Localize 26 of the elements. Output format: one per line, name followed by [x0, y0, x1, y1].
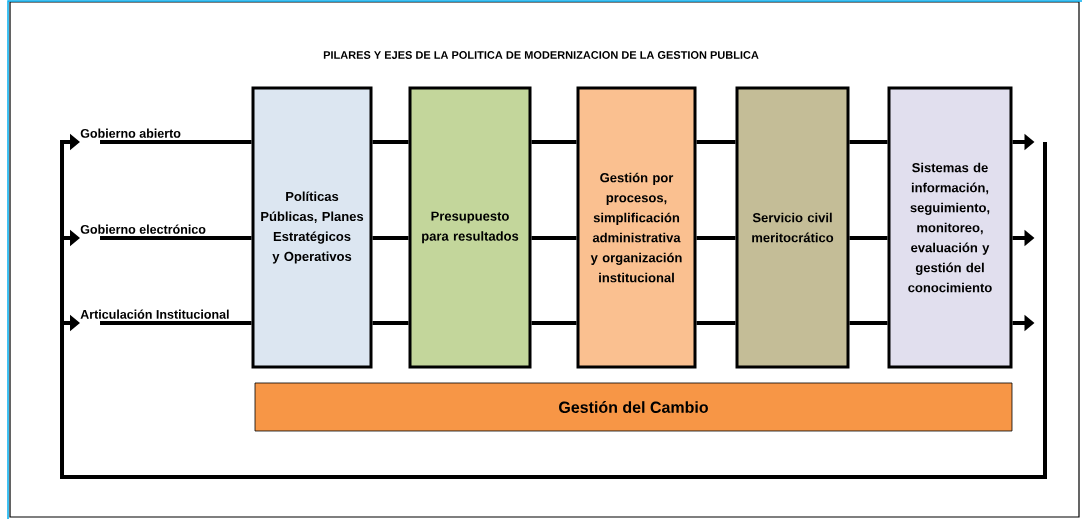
pillar-box: Políticas Públicas, Planes Estratégicos y Operativos	[251, 86, 373, 369]
connector	[372, 321, 409, 325]
connector	[849, 236, 888, 240]
pillar-box: Sistemas de información, seguimiento, monitoreo, evaluación y gestión del conocimiento	[887, 86, 1013, 369]
feedback-line	[60, 140, 1047, 479]
axis-label: Gobierno electrónico	[80, 224, 206, 234]
axis-label: Articulación Institucional	[80, 309, 229, 319]
connector	[100, 140, 252, 144]
pillar-box: Gestión por procesos, simplificación administrativa y organización institucional	[576, 86, 697, 369]
connector	[696, 321, 736, 325]
connector	[372, 140, 409, 144]
title: PILARES Y EJES DE LA POLITICA DE MODERNIZACION DE LA GESTION PUBLICA	[323, 51, 759, 59]
connector	[372, 236, 409, 240]
connector	[849, 140, 888, 144]
connector	[696, 236, 736, 240]
connector	[696, 140, 736, 144]
connector	[100, 236, 252, 240]
pillar-box: Presupuesto para resultados	[408, 86, 532, 369]
connector	[531, 236, 577, 240]
connector	[100, 321, 252, 325]
connector	[531, 140, 577, 144]
connector	[531, 321, 577, 325]
change-bar: Gestión del Cambio	[254, 382, 1013, 432]
axis-label: Gobierno abierto	[80, 128, 181, 138]
connector	[849, 321, 888, 325]
pillar-box: Servicio civil meritocrático	[735, 86, 850, 369]
